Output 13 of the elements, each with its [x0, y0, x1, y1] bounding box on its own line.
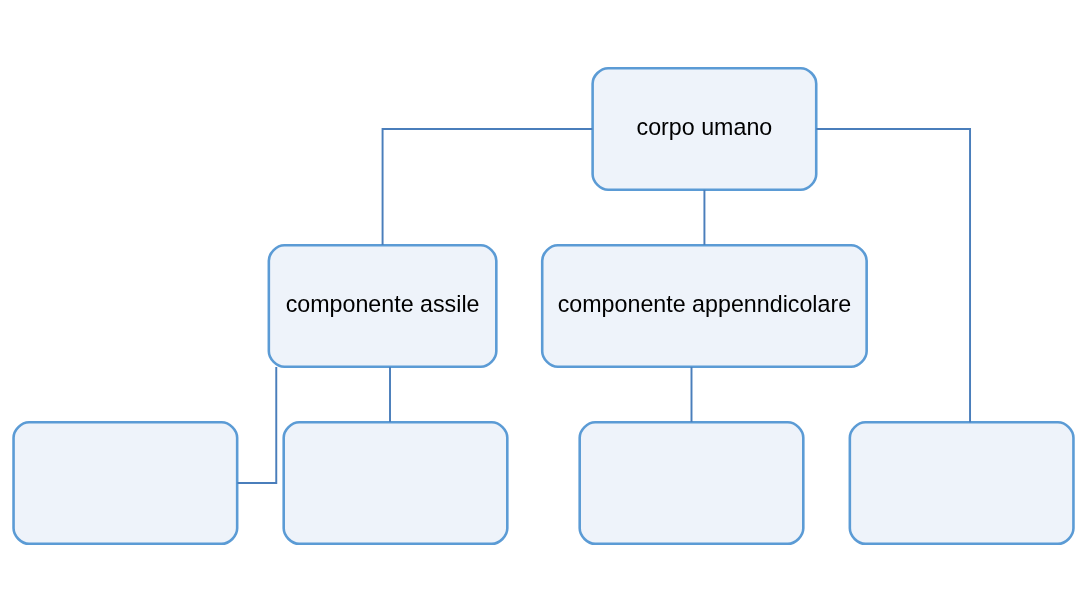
node-box: [578, 420, 805, 545]
node-box: componente appenndicolare: [540, 243, 868, 368]
node-box: corpo umano: [591, 66, 818, 191]
node-box: [282, 420, 509, 545]
connector: [389, 365, 391, 423]
connector: [815, 127, 971, 423]
connector: [236, 365, 278, 484]
connector: [690, 365, 693, 423]
node-box: [848, 420, 1075, 545]
node-box: componente assile: [267, 243, 498, 368]
connector: [381, 127, 594, 246]
node-box: [12, 420, 239, 545]
connector: [703, 188, 706, 246]
